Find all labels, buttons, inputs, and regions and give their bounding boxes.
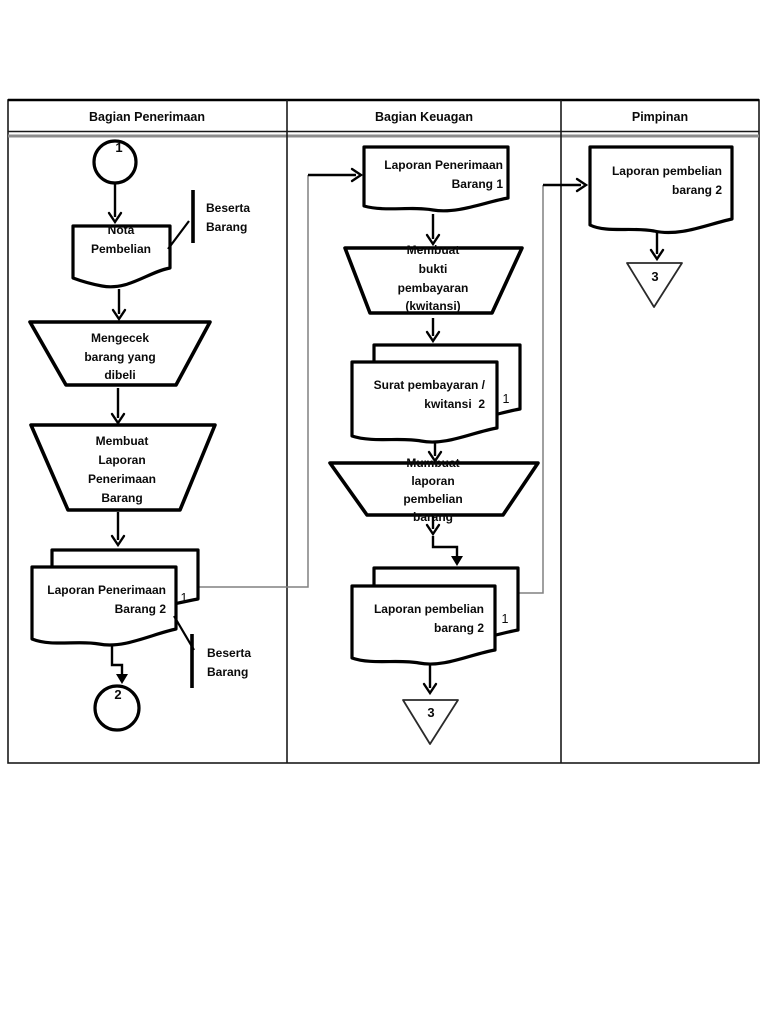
offpage-label: 3 [427,705,434,720]
lane-keuangan: Laporan Penerimaan Barang 1 Membuat bukt… [328,145,540,745]
process-lp-line3: pembelian [403,492,462,506]
document-pimpinan-line2: barang 2 [672,183,722,197]
arrowhead-down-filled-icon [116,674,128,684]
arrowhead-down-icon [110,534,126,548]
arrowhead-down-icon [110,412,126,426]
document-laporan-line1: Laporan Penerimaan [47,583,166,597]
lane-pimpinan: Laporan pembelian barang 2 3 [588,145,734,308]
process-lp-line2: laporan [411,474,454,488]
lane-header-keuangan: Bagian Keuagan [375,110,473,124]
document-lp1-line1: Laporan Penerimaan [384,158,503,172]
arrowhead-down-icon [107,211,123,225]
document-lp1-line2: Barang 1 [452,177,504,191]
process-mengecek-line2: barang yang [84,350,155,364]
offpage-label: 3 [651,269,658,284]
offpage-triangle [626,262,683,308]
flow-arrow-stepped [110,645,124,676]
document-nota-line1: Nota [108,223,135,237]
document-nota-pembelian [71,224,172,289]
connector-circle-1-label: 1 [115,140,122,155]
lane-header-pimpinan: Pimpinan [632,110,688,124]
swimlane-table: Bagian Penerimaan Bagian Keuagan Pimpina… [7,98,760,764]
arrowhead-down-icon [427,450,443,464]
connector-circle-1 [92,139,138,185]
process-mengecek-line1: Mengecek [91,331,149,345]
lane-header-penerimaan: Bagian Penerimaan [89,110,205,124]
document-copy-number: 1 [181,591,188,605]
document-nota-line2: Pembelian [91,242,151,256]
annotation-top-line2: Barang [206,220,247,234]
document-pembelian-line1: Laporan pembelian [374,602,484,616]
process-mengecek-barang [28,320,212,387]
arrowhead-down-icon [111,308,127,322]
connector-circle-2-label: 2 [114,687,121,702]
arrowhead-right-icon [350,167,364,183]
process-bukti-line4: (kwitansi) [405,299,460,313]
connector-line [518,185,544,594]
process-lp-line1: Mumbuat [406,456,459,470]
process-membuat-line3: Penerimaan [88,472,156,486]
document-copy-number: 1 [503,392,510,406]
process-membuat-bukti [343,246,524,315]
annotation-bottom-line2: Barang [207,665,248,679]
process-mengecek-line3: dibeli [104,368,135,382]
document-laporan-pembelian-2-pimpinan [588,145,734,235]
process-membuat-laporan-pembelian [328,461,540,517]
annotation-bottom-line1: Beserta [207,646,251,660]
arrowhead-down-icon [425,330,441,344]
process-bukti-line1: Membuat [407,243,460,257]
lane-penerimaan: 1 Nota Pembelian Beserta Barang Mengecek… [28,139,251,732]
process-membuat-line4: Barang [101,491,142,505]
process-membuat-line2: Laporan [98,453,145,467]
document-pembelian-line2: barang 2 [434,621,484,635]
connector-line [198,175,309,588]
arrowhead-down-icon [422,682,438,696]
document-laporan-line2: Barang 2 [115,602,167,616]
connector-lane1-to-lane2 [198,167,364,588]
document-surat-pembayaran [350,360,499,444]
document-copy-number: 1 [502,612,509,626]
process-bukti-line2: bukti [419,262,448,276]
connector-circle-2 [93,684,141,732]
arrowhead-down-icon [649,248,665,262]
arrowhead-right-icon [575,177,589,193]
document-kwitansi-line2: kwitansi 2 [424,397,485,411]
arrowhead-down-icon [425,233,441,247]
annotation-leader-bottom [173,615,195,651]
offpage-triangle [402,699,459,745]
process-membuat-line1: Membuat [96,434,149,448]
annotation-top-line1: Beserta [206,201,250,215]
arrowhead-down-filled-icon [451,556,463,566]
document-pimpinan-line1: Laporan pembelian [612,164,722,178]
flow-arrow-stepped [431,536,459,558]
arrowhead-down-icon [425,523,441,537]
annotation-leader-top [167,220,190,250]
document-laporan-pembelian-2 [350,584,497,666]
process-bukti-line3: pembayaran [398,281,469,295]
document-laporan-penerimaan-2 [30,565,178,647]
connector-lane2-to-lane3 [518,177,589,594]
document-kwitansi-line1: Surat pembayaran / [374,378,486,392]
document-laporan-penerimaan-1 [362,145,510,213]
process-membuat-laporan [29,423,217,512]
